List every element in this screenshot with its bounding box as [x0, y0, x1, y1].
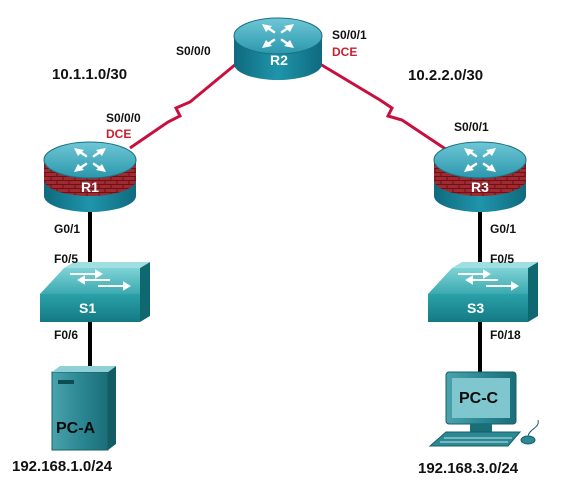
switch-icon-s1: [40, 262, 150, 322]
device-label-r3: R3: [471, 179, 489, 195]
serial-link-r1-r2: [129, 62, 237, 150]
port-label-s3-f018: F0/18: [490, 328, 521, 342]
network-label-lan-a: 192.168.1.0/24: [12, 458, 113, 475]
device-label-pcc: PC-C: [459, 390, 499, 407]
port-label-r1-g01: G0/1: [54, 222, 81, 236]
dce-label-r1: DCE: [106, 127, 132, 141]
device-label-s3: S3: [467, 300, 485, 316]
router-firewall-icon-r1: [43, 141, 137, 212]
port-label-r3-g01: G0/1: [490, 222, 517, 236]
network-label-lan-c: 192.168.3.0/24: [418, 460, 519, 477]
pc-tower-icon-pca: [51, 366, 116, 451]
device-label-pca: PC-A: [56, 420, 96, 437]
router-firewall-icon-r3: [433, 141, 527, 212]
router-icon-r2: [233, 17, 323, 80]
switch-icon-s3: [428, 262, 538, 322]
dce-label-r2: DCE: [332, 45, 358, 59]
pc-workstation-icon-pcc: [428, 371, 539, 447]
port-label-r1-s000: S0/0/0: [106, 111, 141, 125]
device-label-r2: R2: [270, 52, 288, 68]
device-label-s1: S1: [79, 300, 97, 316]
network-label-right-serial: 10.2.2.0/30: [408, 67, 484, 84]
network-label-left-serial: 10.1.1.0/30: [52, 66, 128, 83]
serial-link-r2-r3: [319, 62, 463, 162]
device-label-r1: R1: [81, 179, 99, 195]
port-label-s1-f06: F0/6: [54, 328, 79, 342]
port-label-r2-s000: S0/0/0: [176, 44, 211, 58]
port-label-r2-s001: S0/0/1: [332, 28, 367, 42]
port-label-s1-f05: F0/5: [54, 252, 79, 266]
port-label-s3-f05: F0/5: [490, 252, 515, 266]
port-label-r3-s001: S0/0/1: [454, 120, 489, 134]
